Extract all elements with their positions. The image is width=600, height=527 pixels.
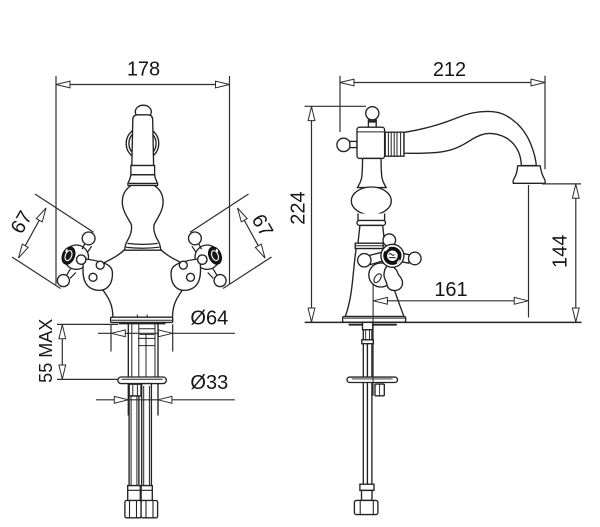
svg-text:144: 144	[550, 235, 572, 268]
svg-text:212: 212	[433, 59, 466, 81]
svg-text:Ø33: Ø33	[190, 372, 228, 394]
svg-text:161: 161	[434, 279, 467, 301]
svg-text:224: 224	[287, 191, 309, 224]
svg-text:55 MAX: 55 MAX	[36, 319, 56, 383]
svg-text:Ø64: Ø64	[190, 308, 228, 330]
svg-text:178: 178	[127, 59, 160, 81]
